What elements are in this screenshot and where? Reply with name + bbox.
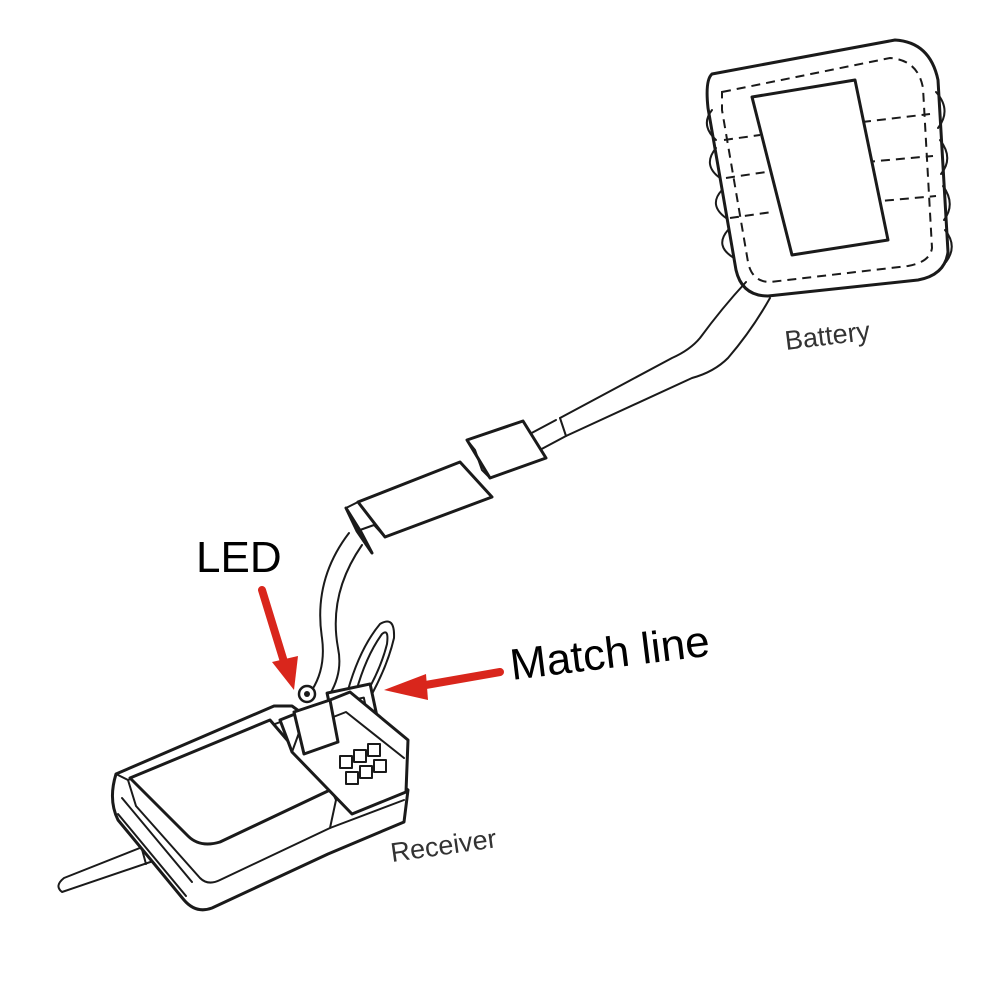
battery-pack	[705, 38, 953, 298]
receiver-label: Receiver	[389, 823, 499, 868]
receiver-unit	[57, 684, 410, 912]
battery-plug	[465, 419, 548, 480]
led-arrow-icon	[258, 586, 298, 690]
receiver-lead	[311, 532, 363, 695]
match-line-label: Match line	[507, 617, 712, 690]
battery-cable	[525, 281, 771, 453]
battery-label: Battery	[783, 316, 872, 356]
led-label: LED	[196, 533, 282, 582]
match-line-arrow-icon	[384, 668, 504, 700]
receiver-plug	[344, 460, 494, 555]
